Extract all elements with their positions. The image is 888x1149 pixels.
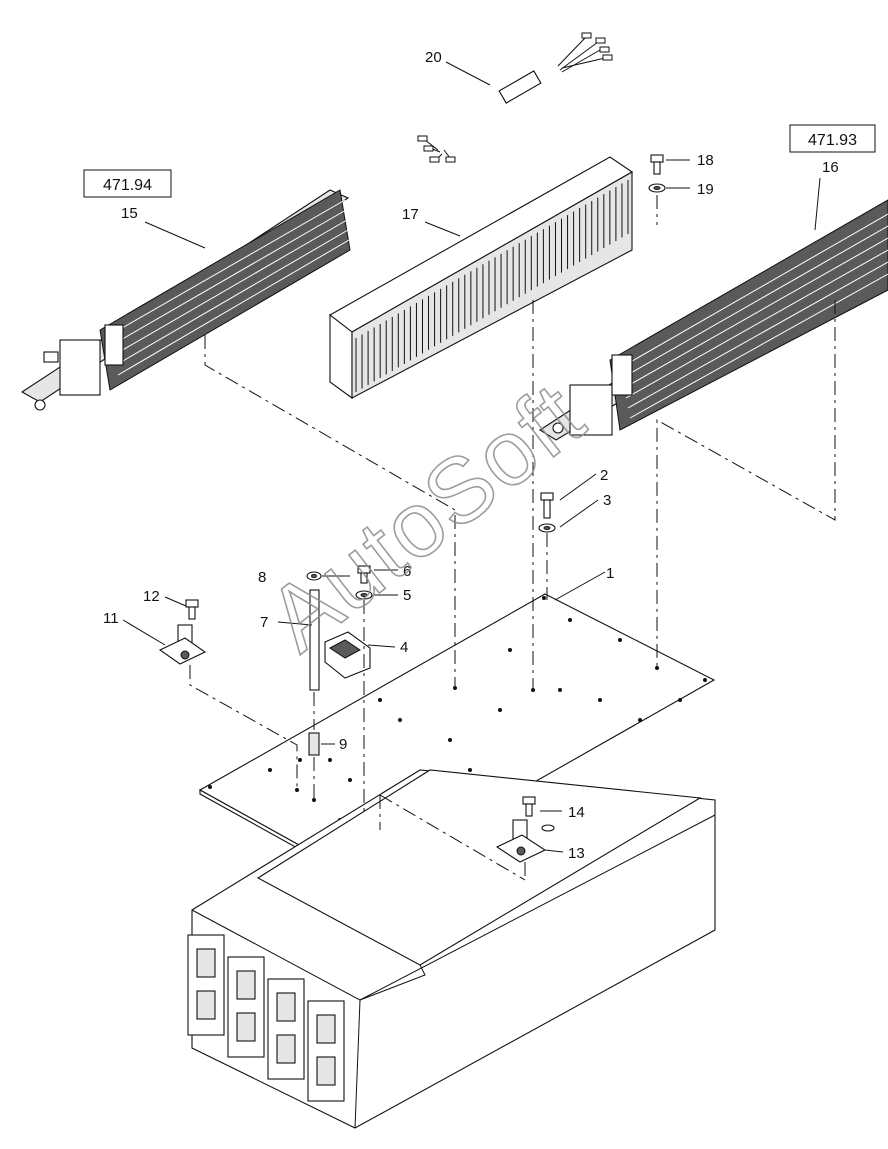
svg-text:471.93: 471.93 bbox=[808, 132, 857, 149]
cable-harness bbox=[417, 32, 613, 163]
callout-17: 17 bbox=[402, 206, 419, 223]
callout-13: 13 bbox=[568, 845, 585, 862]
reference-box-right: 471.93 bbox=[789, 124, 876, 153]
callout-7: 7 bbox=[260, 614, 268, 631]
callout-15: 15 bbox=[121, 205, 138, 222]
wire-duct bbox=[329, 156, 634, 400]
callout-18: 18 bbox=[697, 152, 714, 169]
callout-labels: 20 15 16 17 18 19 2 3 1 8 6 5 7 4 9 12 1… bbox=[103, 49, 839, 862]
callout-19: 19 bbox=[697, 181, 714, 198]
leader-lines bbox=[122, 61, 821, 853]
cabinet-enclosure bbox=[187, 769, 716, 1129]
callout-20: 20 bbox=[425, 49, 442, 66]
callout-11: 11 bbox=[103, 610, 119, 627]
callout-4: 4 bbox=[400, 639, 408, 656]
callout-5: 5 bbox=[403, 587, 411, 604]
svg-text:471.94: 471.94 bbox=[103, 177, 152, 194]
callout-12: 12 bbox=[143, 588, 160, 605]
terminal-strip-left bbox=[20, 189, 351, 411]
assembly-lines bbox=[189, 195, 836, 881]
callout-9: 9 bbox=[339, 736, 347, 753]
terminal-strip-right bbox=[538, 199, 888, 441]
callout-3: 3 bbox=[603, 492, 611, 509]
callout-14: 14 bbox=[568, 804, 585, 821]
hardware-parts bbox=[158, 154, 666, 863]
reference-box-left: 471.94 bbox=[83, 169, 172, 198]
callout-16: 16 bbox=[822, 159, 839, 176]
callout-6: 6 bbox=[403, 563, 411, 580]
callout-1: 1 bbox=[606, 565, 614, 582]
callout-2: 2 bbox=[600, 467, 608, 484]
callout-8: 8 bbox=[258, 569, 266, 586]
